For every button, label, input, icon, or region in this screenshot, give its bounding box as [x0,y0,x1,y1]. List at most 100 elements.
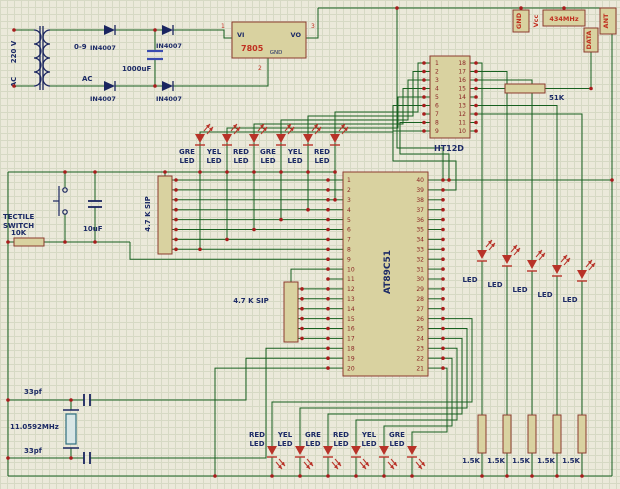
junction-dot [422,112,426,116]
resistor-10k-body[interactable] [13,237,45,247]
led-arrow [535,249,543,258]
load-cap-label: 33pf [24,388,43,396]
junction-dot [153,28,157,32]
led[interactable] [249,123,268,146]
top-led-label: LED [260,157,275,165]
led[interactable] [330,123,349,146]
regulator-vi-label: VI [237,31,244,39]
led-triangle [295,446,305,455]
diode-label: IN4007 [156,95,182,103]
rf-freq-box[interactable] [542,9,586,27]
led[interactable] [303,123,322,146]
junction-dot [174,237,178,242]
mcu-at89c51-body[interactable] [342,171,429,377]
bottom-led-label: LED [389,440,404,448]
junction-dot [333,198,337,202]
junction-dot [213,474,217,478]
diode[interactable] [104,81,116,91]
mcu-pin-number: 13 [347,296,355,303]
led[interactable] [552,254,571,277]
junction-dot [474,69,478,74]
regulator-7805-body[interactable] [231,21,307,59]
led[interactable] [577,259,596,282]
led[interactable] [502,244,521,267]
led[interactable] [195,123,214,146]
diode-label: IN4007 [90,95,116,103]
decoder-pin-number: 11 [458,120,466,127]
junction-dot [505,474,509,478]
junction-dot [382,474,386,478]
rf-gnd-box[interactable] [512,9,530,33]
resistor-51k-body[interactable] [504,83,546,94]
sip2-body[interactable] [283,281,299,343]
led[interactable] [379,446,398,470]
wire [299,328,468,446]
junction-dot [441,207,445,212]
resistor-1.5k-body[interactable] [552,414,562,454]
led[interactable] [323,446,342,470]
resistor-1.5k-body[interactable] [502,414,512,454]
junction-dot [422,103,426,108]
led[interactable] [407,446,426,470]
resistor-1.5k-body[interactable] [527,414,537,454]
junction-dot [306,170,310,174]
led-arrow [585,259,593,268]
junction-dot [422,95,426,99]
mcu-pin-number: 30 [416,276,424,283]
resistor-1.5k-body[interactable] [577,414,587,454]
junction-dot [306,207,310,212]
junction-dot [441,178,445,182]
bottom-led-label: LED [333,440,348,448]
crystal-body[interactable] [65,413,77,445]
junction-dot [326,346,330,351]
wire-layer [7,7,613,477]
diode[interactable] [162,81,174,91]
led-arrow [588,262,596,271]
junction-dot [326,277,330,281]
led-arrow [203,123,211,132]
led-triangle [249,134,259,143]
led[interactable] [351,446,370,470]
decoder-ht12d-body[interactable] [429,55,471,139]
resistor-1.5k-label: 1.5K [562,457,580,465]
junction-dot [333,170,337,174]
mcu-ref: AT89C51 [383,250,393,294]
junction-dot [300,297,304,301]
junction-dot [326,178,330,182]
decoder-pin-number: 7 [435,111,439,118]
bottom-led-label: YEL [277,431,293,439]
led-arrow [563,257,571,266]
transformer-secondary-coil[interactable] [42,29,51,87]
diode[interactable] [162,25,174,35]
sip1-body[interactable] [157,175,173,255]
junction-dot [326,247,330,252]
led[interactable] [267,446,286,470]
diode[interactable] [104,25,116,35]
junction-dot [300,316,304,321]
mcu-pin-number: 25 [416,326,424,333]
rf-ant-box[interactable] [599,7,617,35]
led-triangle [477,250,487,259]
junction-dot [326,326,330,331]
diode-triangle [104,81,115,91]
led[interactable] [295,446,314,470]
resistor-1.5k-label: 1.5K [537,457,555,465]
decoder-pin-number: 15 [458,86,466,93]
junction-dot [480,474,484,478]
led[interactable] [527,249,546,272]
junction-dot [422,61,426,65]
mcu-pin-number: 5 [347,217,351,224]
led[interactable] [222,123,241,146]
led[interactable] [477,239,496,262]
tactile-switch[interactable] [53,186,68,216]
led[interactable] [276,123,295,146]
rf-data-box[interactable] [583,27,599,53]
led-arrow [303,461,311,470]
resistor-1.5k-body[interactable] [477,414,487,454]
junction-dot [474,78,478,82]
junction-dot [474,103,478,108]
wire [90,347,328,459]
wire [307,71,424,210]
mcu-pin-number: 9 [347,256,351,263]
